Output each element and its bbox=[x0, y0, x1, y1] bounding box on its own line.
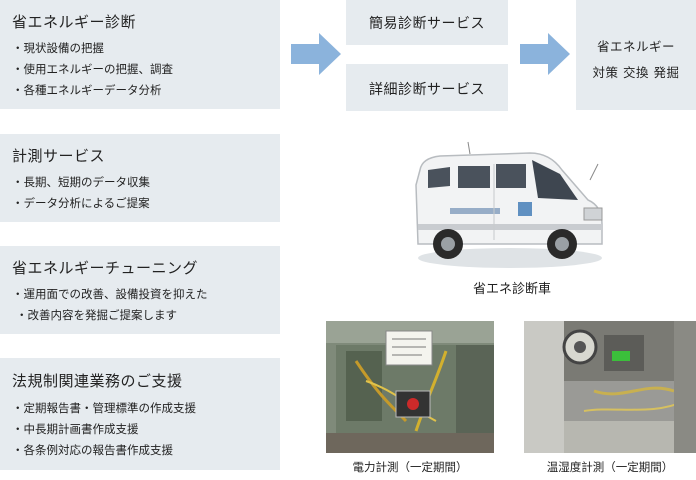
flow-result-line1: 省エネルギー bbox=[596, 39, 675, 54]
temperature-humidity-measurement-image bbox=[524, 321, 696, 453]
service-box-energy-diagnosis: 省エネルギー診断 現状設備の把握 使用エネルギーの把握、調査 各種エネルギーデー… bbox=[0, 0, 280, 109]
flow-box-simple-diagnosis: 簡易診断サービス bbox=[346, 0, 508, 45]
arrow-right-icon bbox=[520, 33, 570, 75]
power-measurement-image bbox=[326, 321, 494, 453]
bullet-item: 定期報告書・管理標準の作成支援 bbox=[12, 398, 197, 419]
bullet-item: 使用エネルギーの把握、調査 bbox=[12, 59, 174, 80]
flow-label: 簡易診断サービス bbox=[369, 16, 485, 32]
bullet-item: 各条例対応の報告書作成支援 bbox=[12, 440, 196, 461]
service-box-measurement: 計測サービス 長期、短期のデータ収集 データ分析によるご提案 bbox=[0, 134, 280, 222]
bullet-item: 各種エネルギーデータ分析 bbox=[12, 80, 173, 101]
bullet-item: データ分析によるご提案 bbox=[12, 193, 150, 214]
service-title: 法規制関連業務のご支援 bbox=[12, 372, 183, 390]
flow-box-detailed-diagnosis: 詳細診断サービス bbox=[346, 64, 508, 111]
temperature-humidity-measurement-caption: 温湿度計測（一定期間） bbox=[546, 460, 674, 474]
service-box-regulation: 法規制関連業務のご支援 定期報告書・管理標準の作成支援 中長期計画書作成支援 各… bbox=[0, 358, 280, 470]
flow-label: 詳細診断サービス bbox=[369, 82, 485, 98]
service-bullets: 運用面での改善、設備投資を抑えた 改善内容を発掘ご提案します bbox=[12, 284, 208, 326]
service-box-tuning: 省エネルギーチューニング 運用面での改善、設備投資を抑えた 改善内容を発掘ご提案… bbox=[0, 246, 280, 334]
flow-box-result: 省エネルギー 対策 交換 発掘 bbox=[576, 0, 696, 110]
van-caption: 省エネ診断車 bbox=[472, 282, 551, 297]
service-title: 省エネルギーチューニング bbox=[12, 259, 199, 277]
flow-result-line2: 対策 交換 発掘 bbox=[592, 65, 680, 80]
diagnosis-van-image bbox=[415, 141, 603, 268]
service-bullets: 長期、短期のデータ収集 データ分析によるご提案 bbox=[12, 172, 151, 214]
bullet-item: 現状設備の把握 bbox=[12, 38, 173, 59]
bullet-item: 改善内容を発掘ご提案します bbox=[12, 305, 208, 326]
service-title: 省エネルギー診断 bbox=[12, 13, 137, 31]
bullet-item: 長期、短期のデータ収集 bbox=[12, 172, 151, 193]
service-title: 計測サービス bbox=[12, 147, 106, 165]
bullet-item: 中長期計画書作成支援 bbox=[12, 419, 196, 440]
bullet-item: 運用面での改善、設備投資を抑えた bbox=[12, 284, 208, 305]
power-measurement-caption: 電力計測（一定期間） bbox=[352, 460, 468, 474]
bullet-continuation: 改善内容を発掘ご提案します bbox=[27, 308, 178, 322]
arrow-right-icon bbox=[291, 33, 341, 75]
service-bullets: 現状設備の把握 使用エネルギーの把握、調査 各種エネルギーデータ分析 bbox=[12, 38, 174, 101]
service-bullets: 定期報告書・管理標準の作成支援 中長期計画書作成支援 各条例対応の報告書作成支援 bbox=[12, 398, 197, 461]
